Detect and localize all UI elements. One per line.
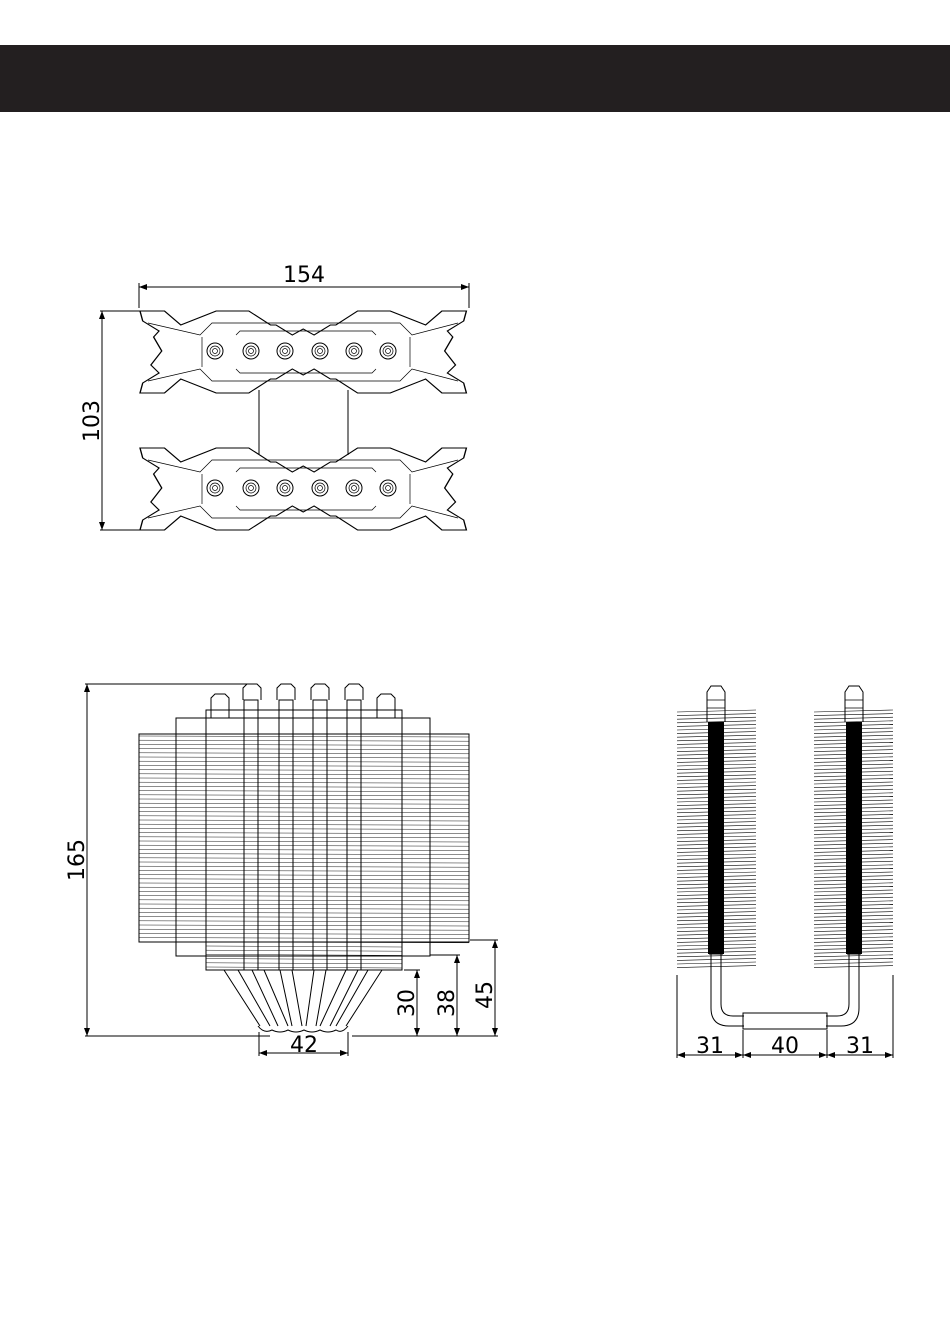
- dim-front-left: 31: [696, 1034, 724, 1059]
- dim-top-width: 154: [283, 263, 325, 288]
- dim-clearance-1: 30: [395, 989, 420, 1017]
- front-view: 31 40 31: [677, 686, 893, 1059]
- dim-front-center: 40: [771, 1034, 799, 1059]
- side-fins: [139, 736, 469, 968]
- dim-clearance-3: 45: [473, 981, 498, 1009]
- dim-side-height: 165: [65, 839, 90, 881]
- side-view: 165: [65, 684, 498, 1058]
- dim-front-right: 31: [846, 1034, 874, 1059]
- top-view: 154 103: [80, 263, 469, 530]
- dim-base-width: 42: [290, 1033, 318, 1058]
- dim-top-depth: 103: [80, 400, 105, 442]
- dim-clearance-2: 38: [435, 989, 460, 1017]
